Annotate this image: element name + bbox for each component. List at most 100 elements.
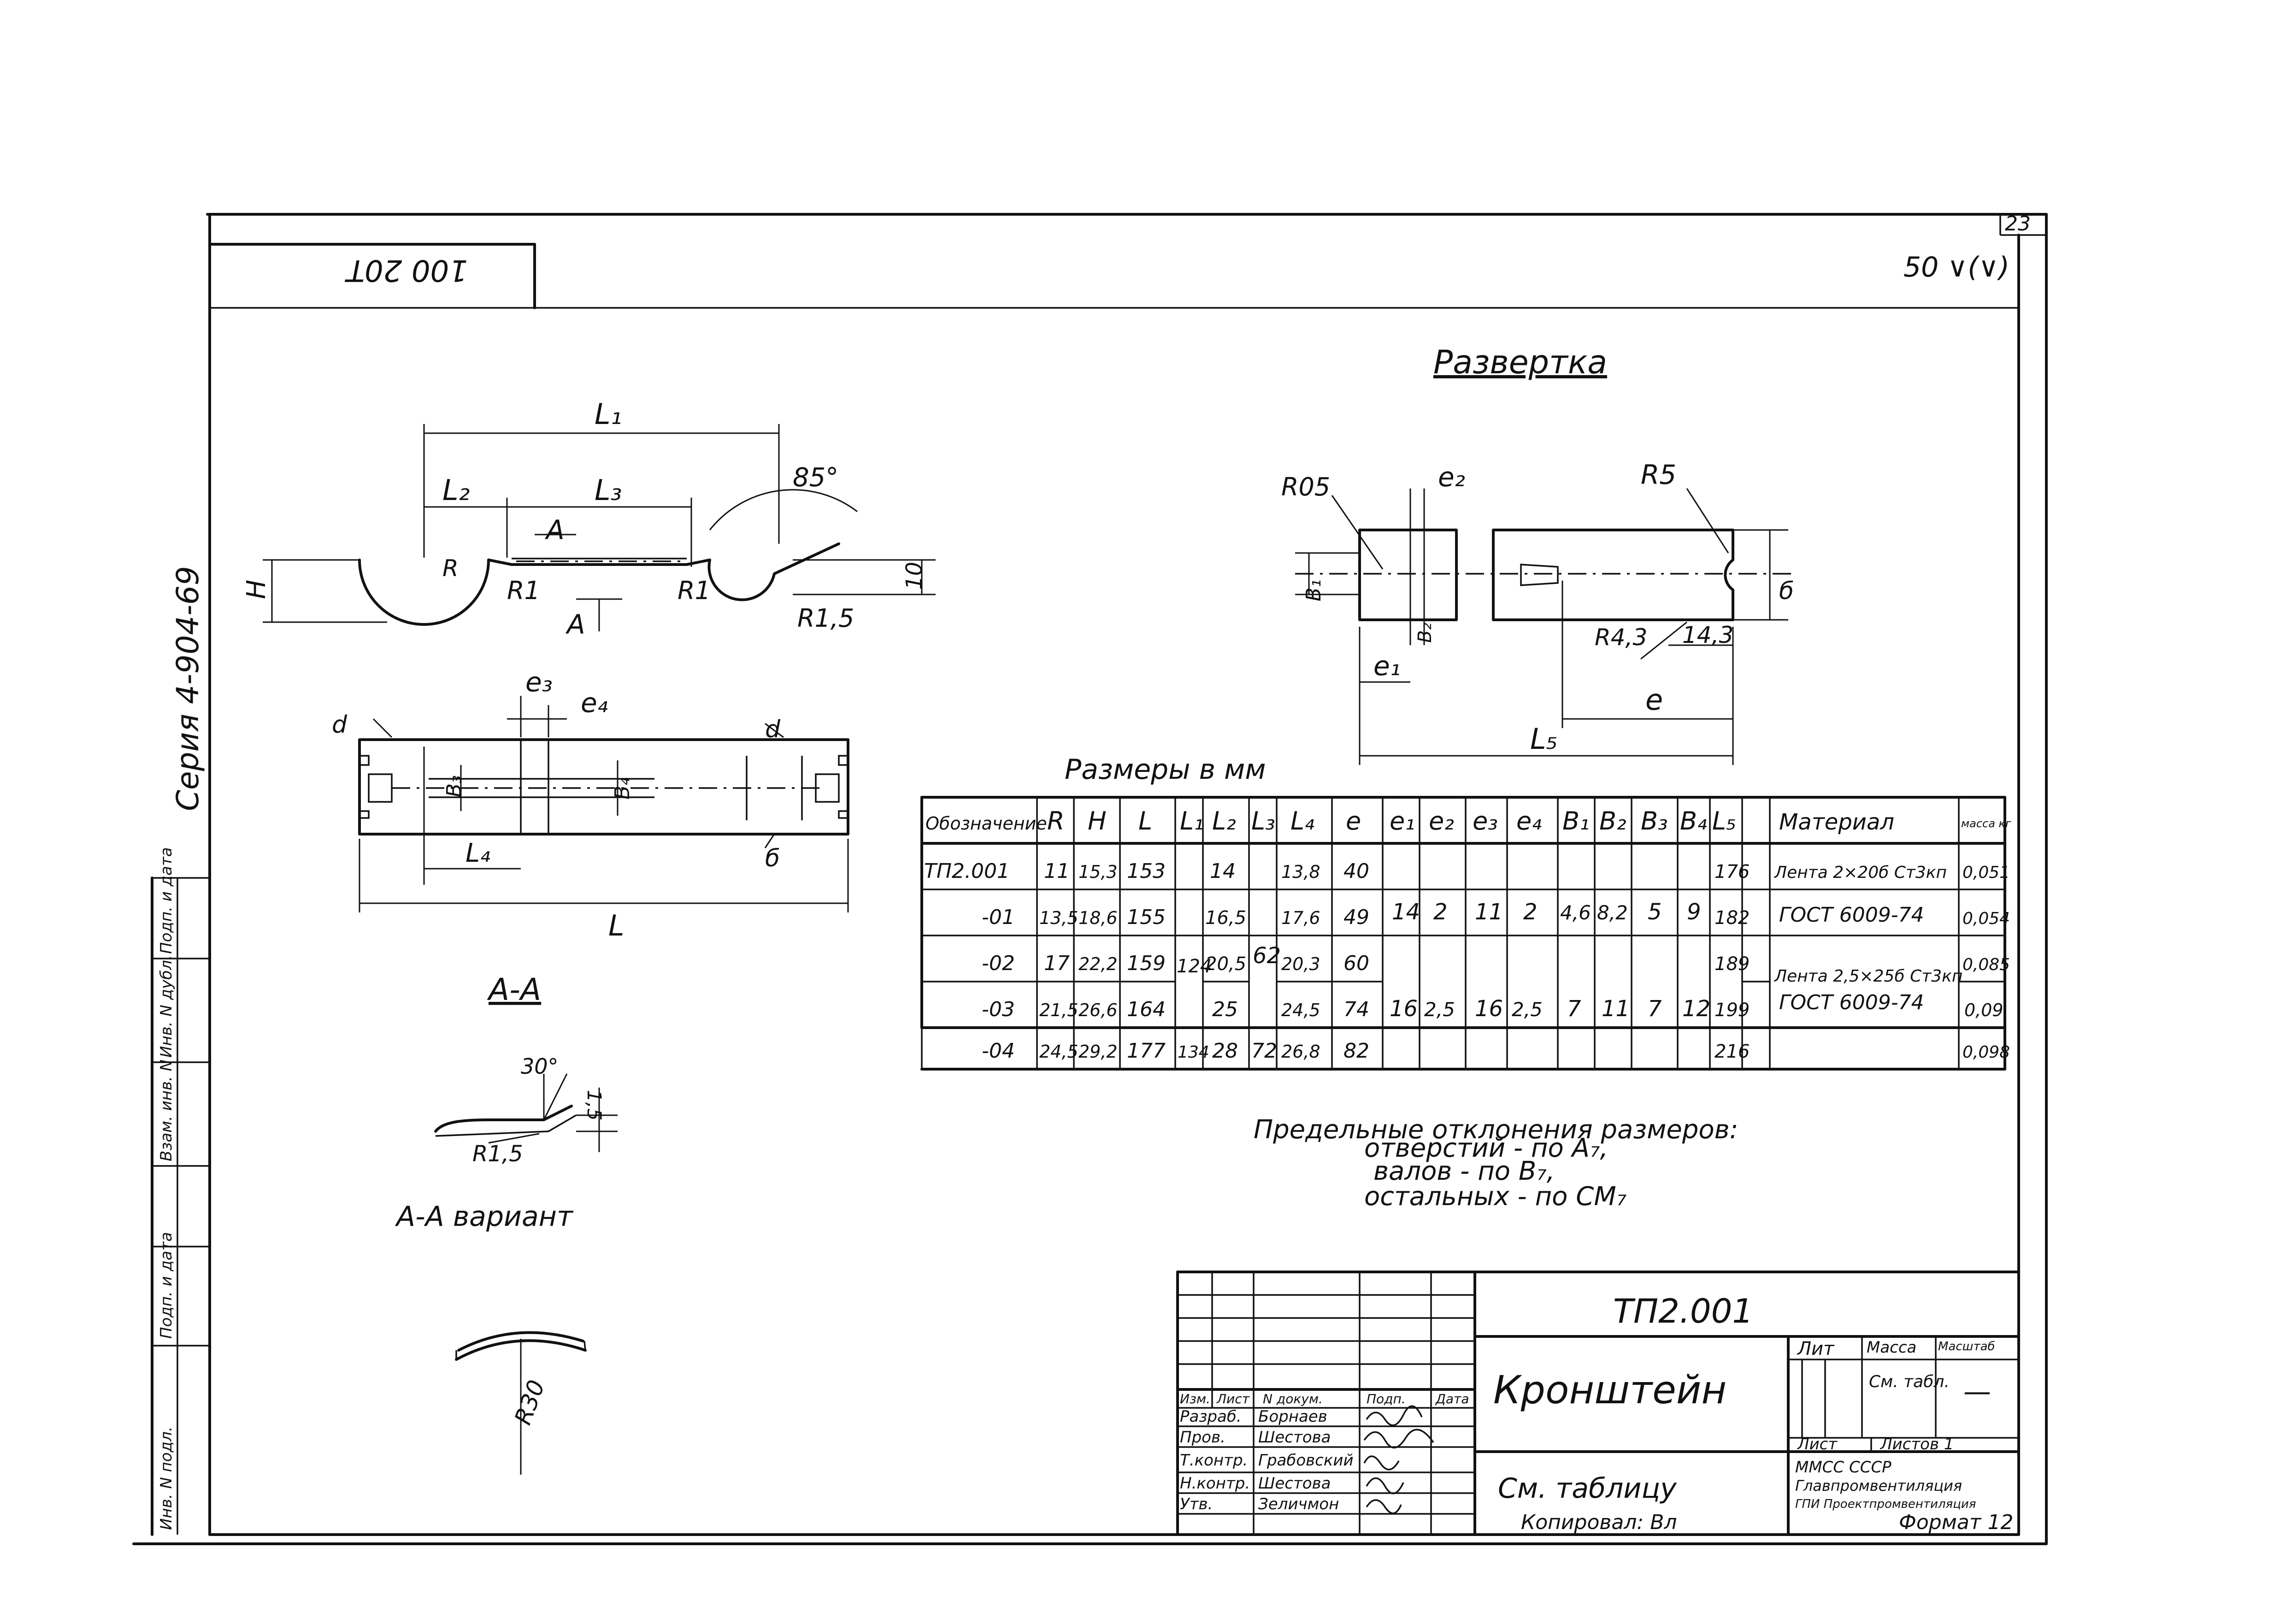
dim-b: б — [765, 845, 780, 872]
cell-L2: 25 — [1212, 998, 1238, 1021]
cell-material: ГОСТ 6009-74 — [1779, 903, 1924, 927]
tb-role: Пров. — [1180, 1428, 1226, 1447]
th-e3: e₃ — [1473, 806, 1498, 836]
tb-h-date: Дата — [1435, 1391, 1469, 1406]
side-stamp-dup-inv: Инв. N дубл. — [157, 955, 176, 1058]
cell-L5: 176 — [1715, 861, 1750, 883]
th-e2: e₂ — [1429, 806, 1454, 836]
table-row: ТП2.001 11 15,3 153 14 13,8 40 176 Лента… — [924, 859, 2010, 883]
th-L2: L₂ — [1212, 806, 1236, 836]
tb-mass-value: См. табл. — [1869, 1372, 1950, 1391]
tb-person: Грабовский — [1258, 1451, 1354, 1470]
tb-sheet-label: Лист — [1797, 1435, 1838, 1453]
dim-b2: В₂ — [1414, 623, 1436, 643]
tb-org-3: ГПИ Проектпромвентиляция — [1795, 1497, 1976, 1511]
table-row: -01 13,5 18,6 155 16,5 17,6 49 182 ГОСТ … — [982, 903, 2010, 929]
dim-R1-left: R1 — [507, 576, 540, 605]
cell-L4: 26,8 — [1281, 1041, 1320, 1062]
dim-R: R — [442, 555, 459, 582]
title-material: См. таблицу — [1498, 1472, 1677, 1505]
dim-e3: e₃ — [525, 666, 553, 698]
cell-mass: 0,098 — [1962, 1043, 2010, 1062]
dim-R43: R4,3 — [1595, 624, 1647, 651]
table-header-row: Обозначение R H L L₁ L₂ L₃ L₄ e e₁ e₂ e₃… — [925, 806, 2011, 836]
cell-material: ГОСТ 6009-74 — [1779, 991, 1924, 1014]
tb-scale-label: Масштаб — [1938, 1340, 1995, 1353]
th-designation: Обозначение — [925, 813, 1047, 834]
tb-header-row: Изм. Лист N докум. Подп. Дата — [1180, 1391, 1469, 1406]
plan-view — [358, 696, 849, 912]
notes-line3: остальных - по СМ₇ — [1364, 1182, 1627, 1212]
g1-e4: 2 — [1523, 899, 1538, 925]
title-name: Кронштейн — [1493, 1367, 1726, 1412]
cell-L2: 20,5 — [1205, 953, 1246, 975]
cell-R: 11 — [1044, 859, 1070, 883]
g1-e2: 2 — [1433, 899, 1448, 925]
dim-1-5: 1,5 — [583, 1090, 606, 1121]
cell-e: 82 — [1343, 1039, 1369, 1063]
dim-b3: В₃ — [442, 775, 466, 797]
g1-b2: 8,2 — [1597, 901, 1628, 924]
cell-designation: -03 — [982, 998, 1015, 1021]
cell-L4: 17,6 — [1281, 908, 1320, 928]
th-B3: B₃ — [1641, 806, 1668, 836]
tb-scale-value: — — [1963, 1376, 1991, 1408]
cell-H: 22,2 — [1078, 954, 1118, 974]
dim-e2: e₂ — [1438, 461, 1465, 493]
table-row: -03 21,5 26,6 164 25 24,5 74 199 ГОСТ 60… — [982, 991, 2003, 1021]
section-aa-view — [434, 1073, 618, 1152]
tb-role: Утв. — [1180, 1495, 1213, 1513]
table-merged-cells: 124 62 14 2 11 2 4,6 8,2 5 9 16 2,5 16 2… — [1177, 899, 1710, 1022]
side-stamps: Подп. и дата Инв. N дубл. Взам. инв. N П… — [157, 847, 176, 1530]
cell-L: 159 — [1127, 952, 1166, 975]
title-unfold: Развертка — [1433, 343, 1607, 381]
cell-material: Лента 2×20б Ст3кп — [1774, 863, 1947, 882]
th-e4: e₄ — [1516, 806, 1542, 836]
cell-e: 74 — [1343, 998, 1369, 1021]
cell-designation: -01 — [982, 906, 1015, 929]
dim-30deg: 30° — [521, 1054, 559, 1079]
dim-L2: L₂ — [442, 473, 470, 507]
g1-b3: 5 — [1648, 899, 1662, 925]
notes-title: Предельные отклонения размеров: — [1254, 1115, 1738, 1145]
cell-L3-last: 72 — [1251, 1039, 1277, 1063]
cell-designation: ТП2.001 — [924, 859, 1010, 883]
side-stamp-orig-inv: Инв. N подл. — [157, 1426, 176, 1530]
unfold-view — [1295, 488, 1797, 765]
g2-e4: 2,5 — [1512, 998, 1543, 1021]
dimensions-table-grid — [920, 796, 2006, 1029]
g1-e3: 11 — [1475, 899, 1503, 925]
cell-L1-merged: 124 — [1177, 956, 1212, 977]
cell-L: 153 — [1127, 859, 1166, 883]
dim-b4: В₄ — [611, 777, 634, 800]
cell-L: 164 — [1127, 998, 1166, 1021]
dim-R30: R30 — [509, 1377, 550, 1428]
cell-L2: 28 — [1212, 1039, 1238, 1063]
cell-L4: 20,3 — [1281, 954, 1320, 974]
side-stamp-replace-inv: Взам. инв. N — [157, 1059, 176, 1161]
tb-sheets-label: Листов 1 — [1880, 1435, 1954, 1453]
cell-R: 17 — [1044, 952, 1070, 975]
cell-L5: 216 — [1715, 1041, 1750, 1062]
th-e: e — [1346, 806, 1361, 836]
dim-L: L — [608, 909, 625, 942]
cell-mass: 0,051 — [1962, 863, 2010, 882]
cell-L5: 199 — [1715, 1000, 1750, 1021]
cell-mass: 0,054 — [1962, 909, 2010, 928]
cell-H: 29,2 — [1078, 1041, 1118, 1062]
dim-L4: L₄ — [465, 838, 490, 868]
dim-e4: e₄ — [581, 687, 608, 718]
cell-mass: 0,09 — [1964, 1000, 2003, 1020]
cell-L1-last: 134 — [1178, 1043, 1209, 1062]
g1-b1: 4,6 — [1560, 901, 1591, 924]
cell-R: 21,5 — [1039, 1000, 1078, 1020]
copied-by: Копировал: Вл — [1521, 1511, 1677, 1534]
g2-b1: 7 — [1567, 996, 1581, 1022]
notes-line2: валов - по В₇, — [1373, 1156, 1555, 1186]
tb-person: Шестова — [1258, 1474, 1331, 1493]
tb-lit-label: Лит — [1797, 1338, 1835, 1359]
cell-L4: 24,5 — [1281, 1000, 1320, 1020]
cell-R: 13,5 — [1039, 908, 1078, 928]
cell-material: Лента 2,5×25б Ст3кп — [1774, 967, 1962, 986]
notes-line1: отверстий - по А₇, — [1364, 1133, 1608, 1163]
